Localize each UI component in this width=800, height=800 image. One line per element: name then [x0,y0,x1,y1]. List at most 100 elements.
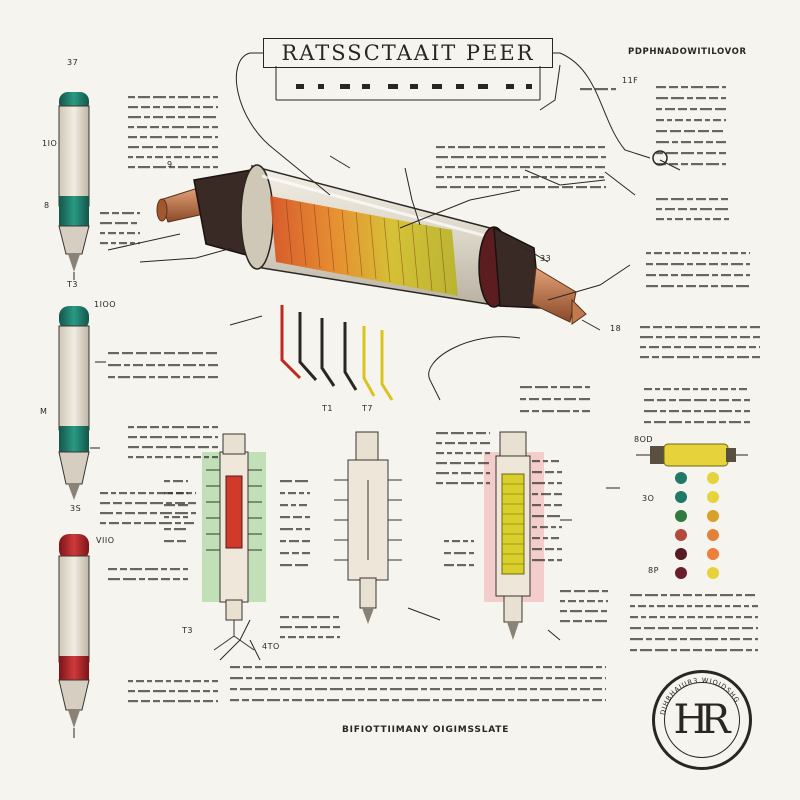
label-center-mid: 9 [167,160,173,169]
annotation-stroke [658,627,669,630]
annotation-stroke [199,364,205,367]
annotation-stroke [191,690,200,693]
annotation-stroke [138,690,150,693]
annotation-stroke [208,364,218,367]
annotation-stroke [687,97,693,100]
annotation-stroke [722,163,726,166]
annotation-stroke [119,242,127,245]
annotation-stroke [489,432,490,435]
annotation-stroke [746,649,752,652]
annotation-stroke [477,699,489,702]
annotation-stroke [124,364,130,367]
annotation-stroke [175,522,181,525]
annotation-stroke [184,522,194,525]
annotation-stroke [191,96,200,99]
logo-inner-ring [664,682,740,758]
annotation-stroke [174,456,182,459]
annotation-stroke [305,666,315,669]
annotation-stroke [719,421,726,424]
annotation-stroke [178,690,188,693]
annotation-stroke [678,336,687,339]
annotation-stroke [175,502,185,505]
annotation-stroke [198,446,209,449]
annotation-stroke [172,426,184,429]
annotation-stroke [150,126,159,129]
annotation-stroke [340,666,352,669]
annotation-stroke [715,208,728,211]
annotation-stroke [302,540,310,543]
annotation-stroke [711,252,719,255]
annotation-stroke [436,482,443,485]
annotation-stroke [668,605,673,608]
annotation-stroke [590,677,602,680]
annotation-stroke [554,493,562,496]
annotation-stroke [576,156,583,159]
annotation-stroke [605,699,606,702]
annotation-stroke [122,352,133,355]
annotation-stroke [136,680,144,683]
annotation-stroke [138,232,140,235]
annotation-stroke [710,399,716,402]
annotation-stroke [280,666,293,669]
annotation-stroke [133,364,143,367]
annotation-stroke [598,146,605,149]
annotation-stroke [158,376,168,379]
annotation-stroke [139,578,145,581]
annotation-stroke [493,677,502,680]
annotation-stroke [183,516,188,519]
annotation-stroke [193,680,201,683]
annotation-stroke [147,156,152,159]
annotation-stroke [582,410,590,413]
annotation-stroke [740,336,750,339]
title-ruler-ticks [296,84,532,89]
annotation-stroke [172,516,180,519]
swatch-dot [707,510,719,522]
annotation-stroke [203,116,216,119]
annotation-stroke [185,680,190,683]
annotation-stroke [136,352,147,355]
annotation-stroke [212,426,218,429]
annotation-stroke [135,502,147,505]
annotation-stroke [712,274,718,277]
annotation-stroke [159,522,172,525]
annotation-stroke [530,666,540,669]
annotation-stroke [604,186,606,189]
annotation-stroke [694,218,702,221]
annotation-stroke [128,700,138,703]
annotation-stroke [630,616,638,619]
annotation-stroke [592,699,602,702]
annotation-stroke [655,388,660,391]
main-tube-assembly [156,164,587,401]
annotation-stroke [705,638,718,641]
annotation-stroke [175,512,188,515]
annotation-stroke [521,666,527,669]
annotation-stroke [473,146,486,149]
annotation-stroke [212,446,218,449]
annotation-stroke [127,232,135,235]
annotation-stroke [587,600,595,603]
annotation-stroke [455,666,465,669]
left-board [202,433,266,651]
annotation-stroke [153,96,166,99]
annotation-stroke [694,119,702,122]
annotation-stroke [436,146,445,149]
label-board-left-bottom: T3 [182,626,193,635]
annotation-stroke [630,649,637,652]
annotation-stroke [646,252,651,255]
annotation-stroke [535,386,548,389]
annotation-stroke [478,462,489,465]
left-tube-2 [58,306,90,500]
annotation-stroke [585,386,590,389]
annotation-stroke [436,462,447,465]
annotation-stroke [178,700,191,703]
annotation-stroke [662,356,674,359]
annotation-stroke [458,146,470,149]
annotation-stroke [100,492,108,495]
annotation-stroke [640,356,649,359]
annotation-stroke [268,677,277,680]
main-tube-wires [280,305,394,401]
annotation-stroke [436,166,442,169]
annotation-stroke [146,364,155,367]
annotation-stroke [684,346,696,349]
annotation-stroke [542,699,549,702]
